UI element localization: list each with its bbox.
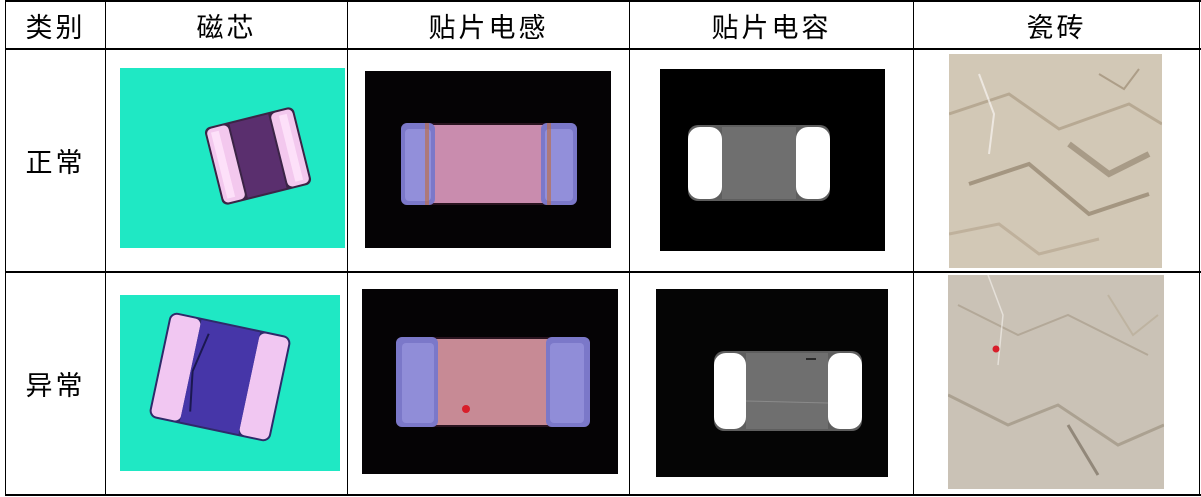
defect-mark (462, 405, 470, 413)
column-divider-4 (913, 0, 914, 496)
capacitor-normal-image (660, 69, 885, 251)
column-divider-1 (105, 0, 106, 496)
table-border-top (5, 0, 1201, 2)
inductor-normal-image (365, 71, 611, 248)
tile-abnormal-image (948, 275, 1164, 489)
tile-normal-image (949, 54, 1162, 268)
column-divider-3 (629, 0, 630, 496)
table-border-right (1199, 0, 1200, 496)
core-normal-image (120, 68, 345, 248)
table-border-bottom (5, 494, 1201, 496)
row-divider (5, 271, 1201, 273)
header-magnetic-core: 磁芯 (196, 12, 257, 44)
header-chip-inductor: 贴片电感 (428, 12, 549, 44)
defect-mark (992, 345, 1000, 353)
header-chip-capacitor: 贴片电容 (711, 12, 832, 44)
row-label-normal: 正常 (25, 148, 86, 179)
column-divider-2 (347, 0, 348, 496)
header-divider (5, 48, 1201, 50)
table-border-left (5, 0, 6, 496)
header-category: 类别 (25, 12, 86, 44)
core-abnormal-image (120, 295, 340, 471)
header-ceramic-tile: 瓷砖 (1026, 12, 1087, 44)
inductor-abnormal-image (362, 289, 618, 474)
capacitor-abnormal-image (656, 289, 888, 477)
row-label-abnormal: 异常 (25, 371, 86, 402)
